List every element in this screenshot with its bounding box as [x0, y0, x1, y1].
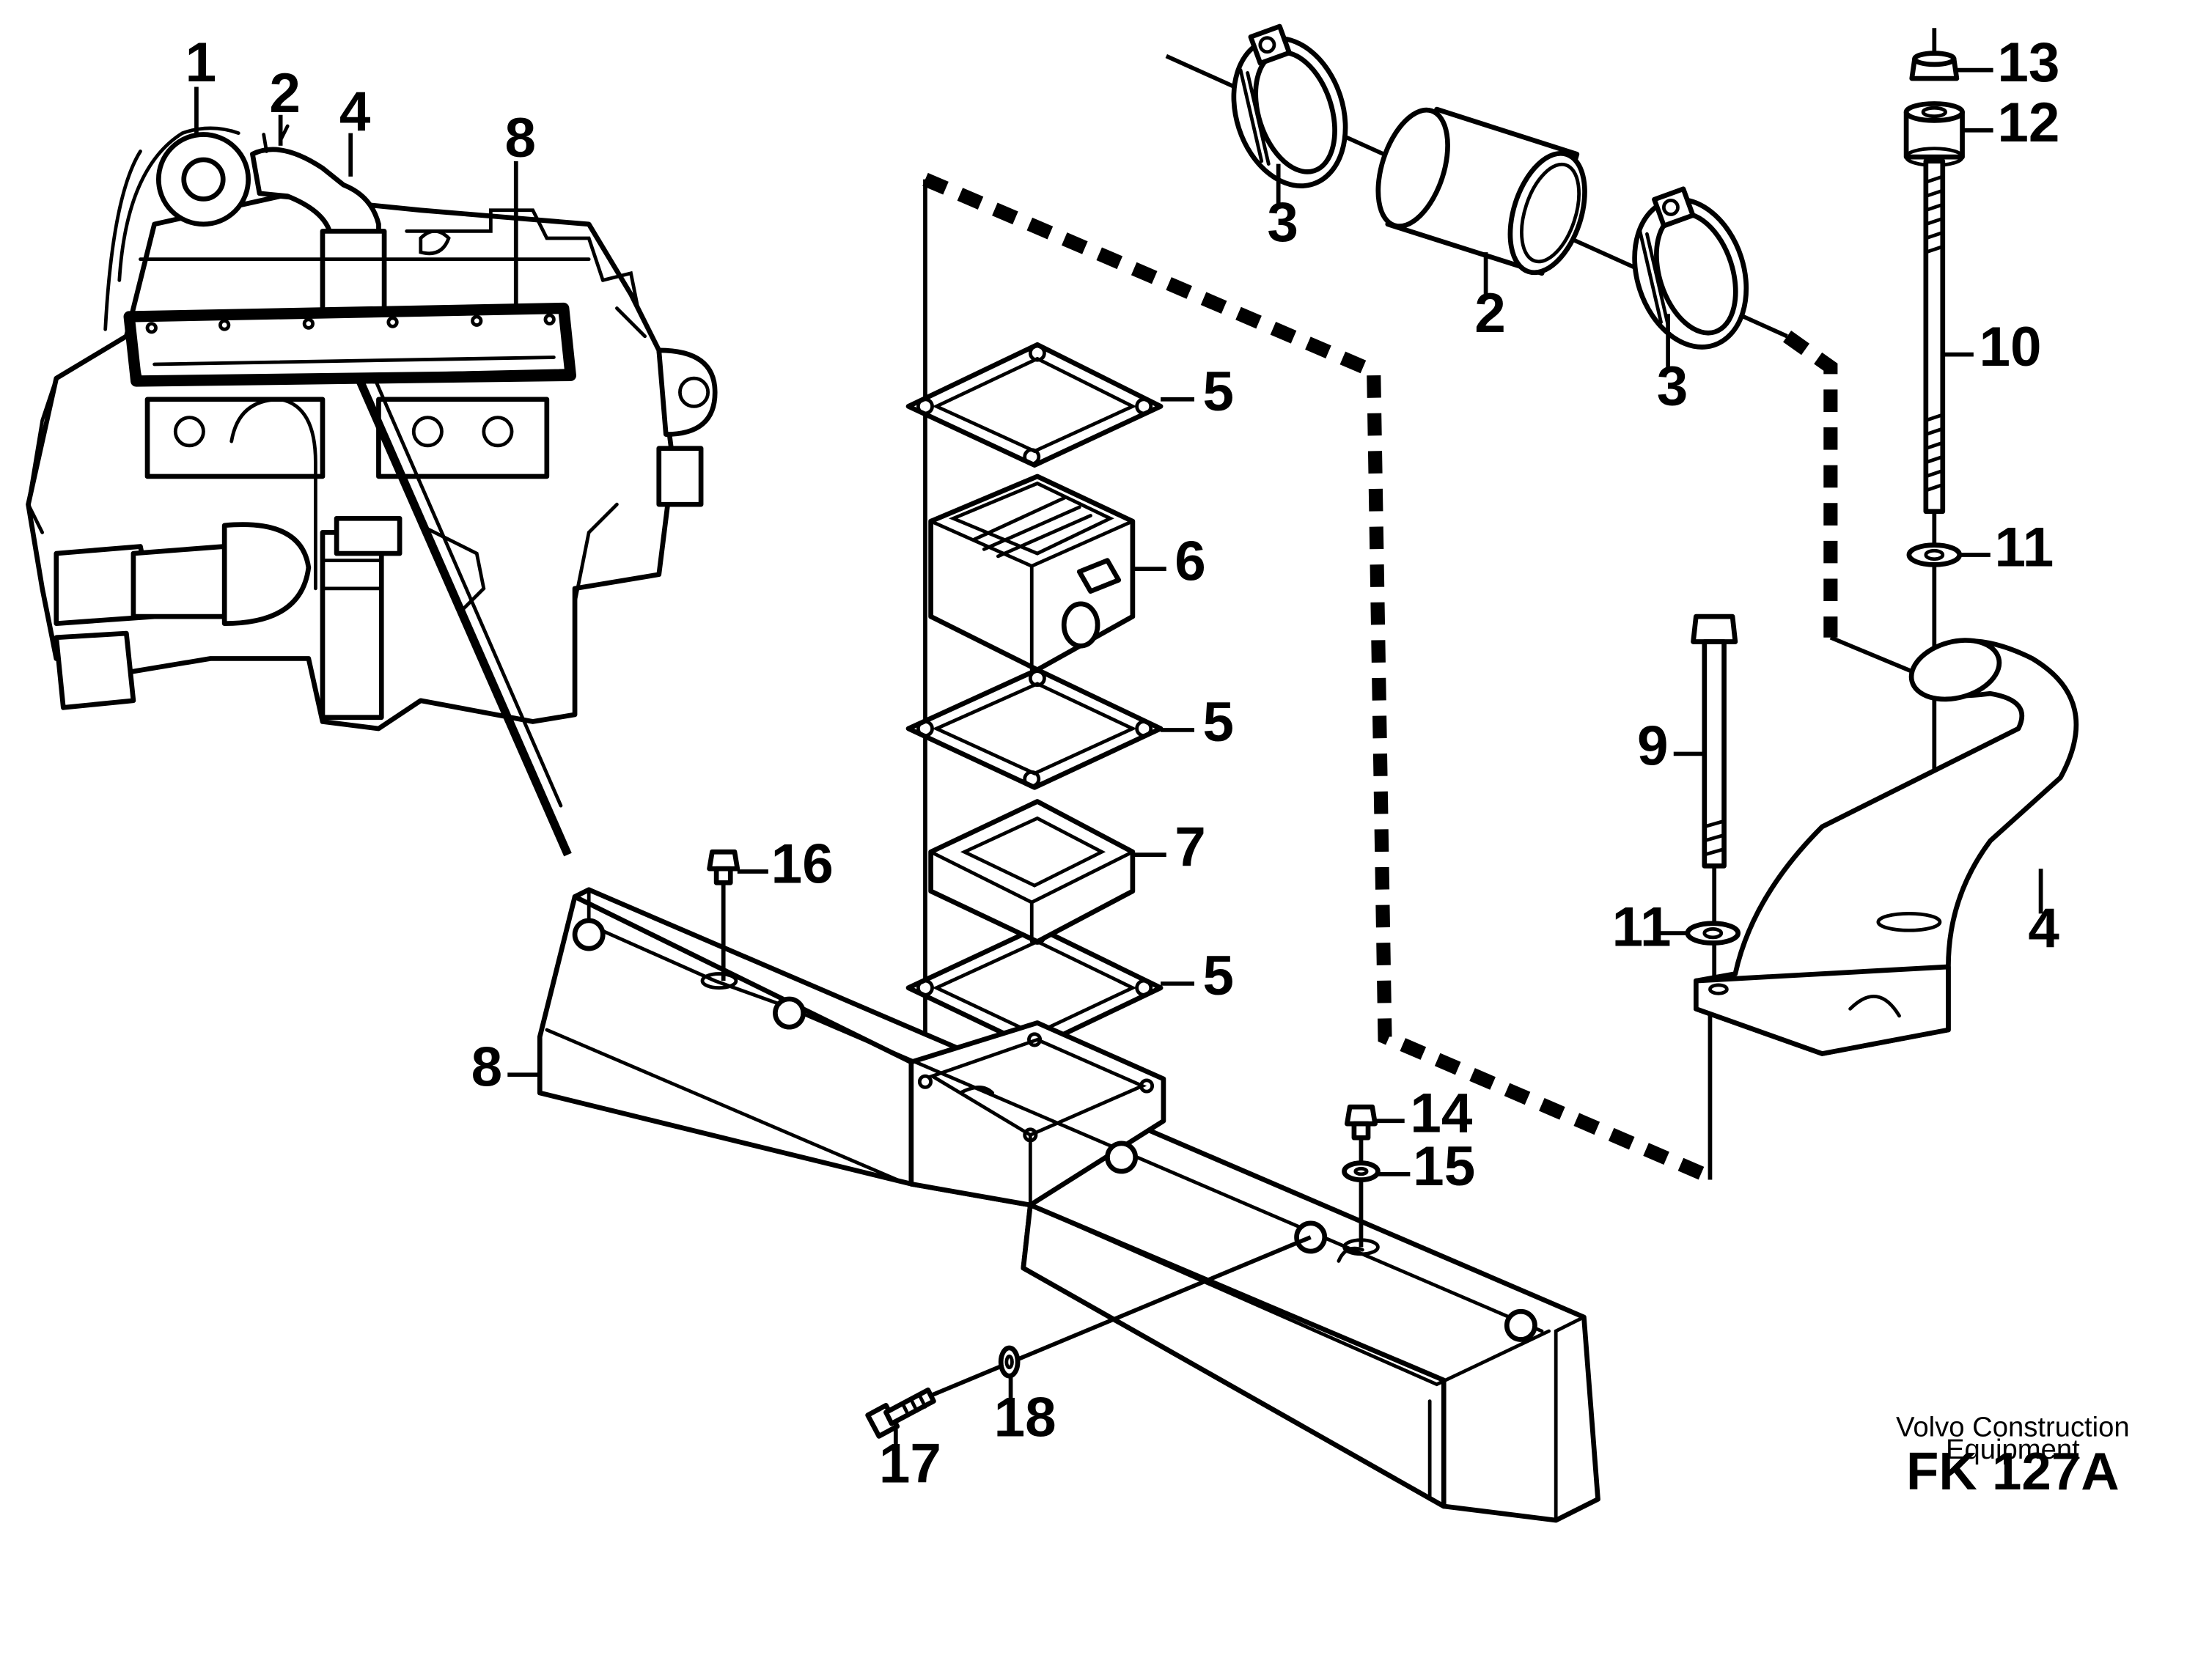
brand-line-1: Volvo Construction	[1896, 1411, 2130, 1443]
gasket-bottom	[905, 925, 1164, 1051]
figure-code: FK 127A	[1906, 1442, 2120, 1501]
assembly-outline-right	[1783, 330, 1838, 638]
callout-8: 8	[504, 107, 536, 169]
callout-15: 15	[1413, 1135, 1475, 1198]
callout-6: 6	[1175, 530, 1206, 592]
callout-2: 2	[1474, 282, 1506, 345]
callout-18: 18	[994, 1386, 1056, 1448]
callout-17: 17	[879, 1432, 941, 1495]
callout-8: 8	[471, 1036, 503, 1098]
washer-15	[1342, 1160, 1381, 1182]
callout-3: 3	[1267, 191, 1298, 254]
bolt-14	[1345, 1104, 1378, 1141]
leader-lines	[194, 67, 2043, 1451]
callout-9: 9	[1637, 715, 1669, 778]
callout-11: 11	[1995, 516, 2054, 578]
callout-4: 4	[339, 81, 371, 143]
washer-upper	[1906, 542, 1963, 567]
callout-2: 2	[269, 62, 301, 125]
callout-5: 5	[1202, 691, 1234, 754]
brand-line-2: Equipment	[1946, 1434, 2080, 1465]
callout-16: 16	[771, 833, 834, 895]
washer-lower	[1685, 921, 1741, 946]
spacer-sleeve	[1903, 101, 1965, 167]
gasket-middle	[905, 667, 1164, 790]
intake-manifold	[537, 887, 1600, 1523]
callout-7: 7	[1175, 816, 1206, 878]
callout-5: 5	[1202, 361, 1234, 423]
spacer-frame	[928, 799, 1136, 944]
washer-18	[998, 1345, 1021, 1379]
long-bolt	[1691, 614, 1738, 869]
callout-3: 3	[1657, 355, 1688, 417]
callout-10: 10	[1979, 316, 2041, 378]
detail-pointer	[353, 374, 572, 857]
stud	[1923, 158, 1946, 515]
nut	[1909, 51, 1960, 81]
figure-caption: Volvo Construction Equipment FK 127A	[1896, 1411, 2130, 1501]
bolt-17	[865, 1387, 936, 1439]
engine-overview	[26, 124, 718, 732]
callout-5: 5	[1202, 945, 1234, 1007]
callout-14: 14	[1410, 1083, 1473, 1145]
assembly-outline	[922, 172, 1713, 1184]
hose-clamp-bottom	[1632, 186, 1749, 350]
callout-12: 12	[1997, 92, 2059, 154]
callout-11: 11	[1612, 896, 1672, 958]
callout-labels: 1 2 4 8 3 2 3 13 12 10 11 9 11 4 5 6 5 7…	[185, 32, 2060, 1495]
detail-pointer-edge	[374, 379, 563, 808]
callout-4: 4	[2028, 897, 2059, 959]
hose-clamp-top	[1231, 23, 1348, 188]
callout-1: 1	[185, 32, 217, 94]
inlet-pipe	[1693, 638, 2079, 1056]
bolt-16	[707, 849, 740, 885]
hose-sleeve	[1375, 106, 1587, 276]
gasket-top	[905, 342, 1164, 468]
heater-element	[928, 474, 1136, 673]
callout-13: 13	[1997, 32, 2059, 94]
